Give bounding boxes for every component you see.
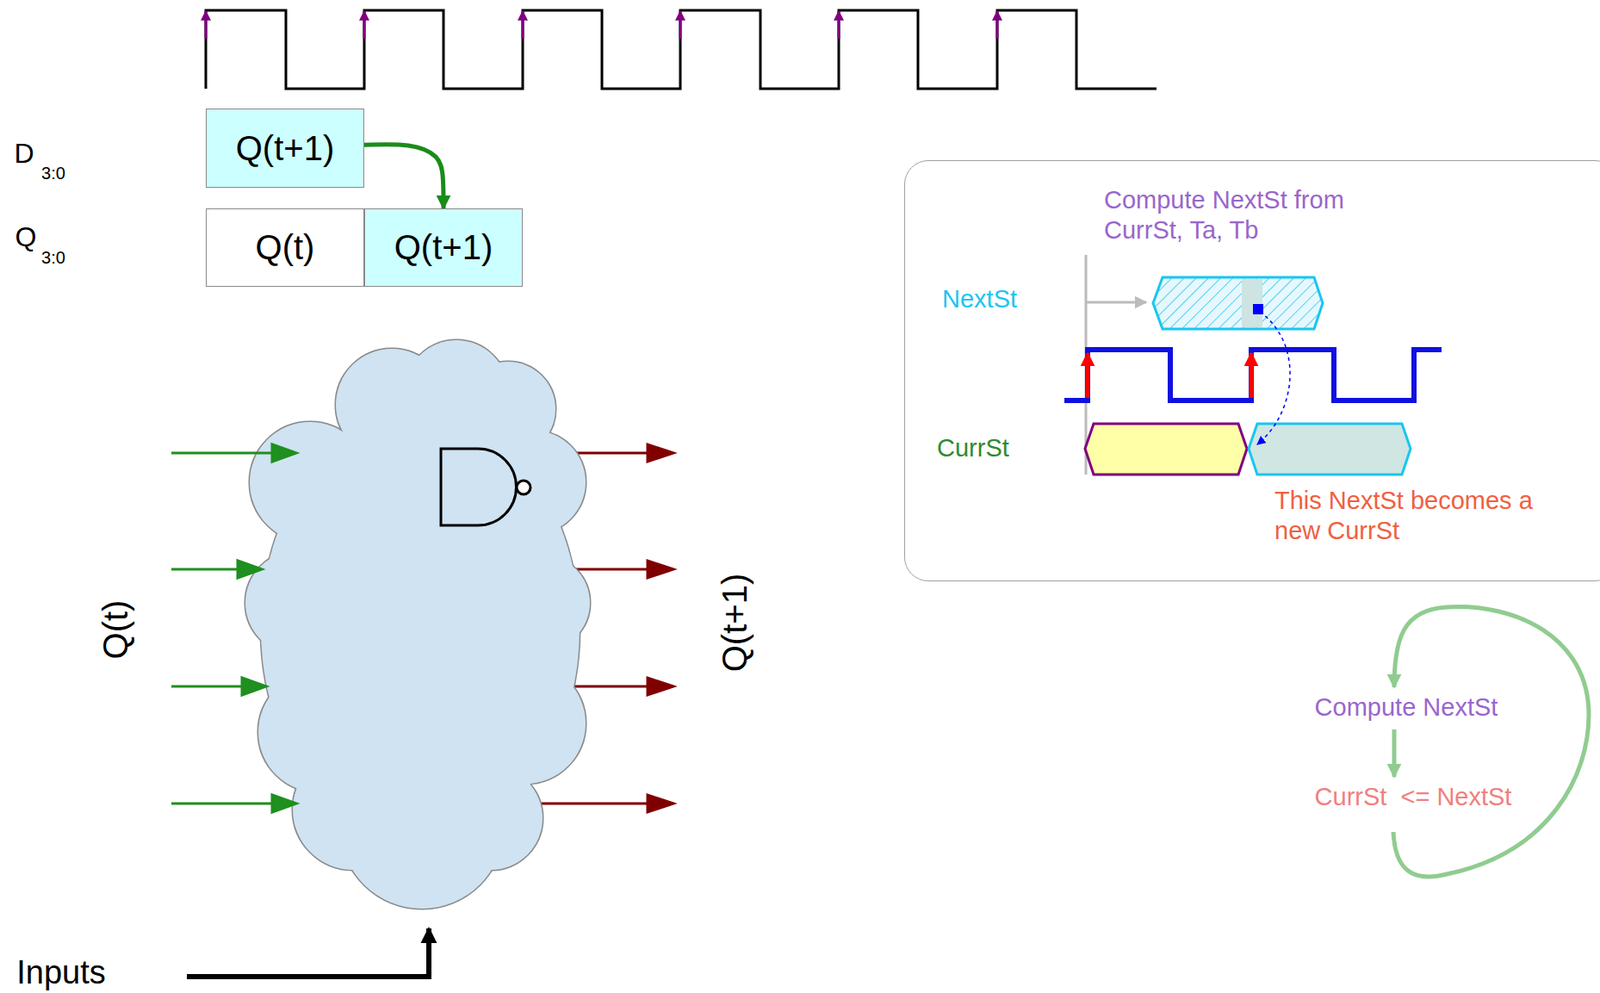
register-value: Q(t) <box>255 228 316 267</box>
sample-window <box>1241 279 1263 328</box>
cloud-fill <box>245 340 590 909</box>
shape-polygon <box>272 444 297 462</box>
q-current-box: Q(t) <box>205 208 365 287</box>
shape-line <box>363 11 366 39</box>
shape-line <box>521 11 525 39</box>
nand-bubble <box>516 480 531 495</box>
panel-note: This NextSt becomes a new CurrSt <box>1274 485 1551 546</box>
shape-line <box>204 11 208 39</box>
shape-line <box>533 802 655 806</box>
shape-polygon <box>647 444 674 462</box>
input-arrows <box>171 444 297 813</box>
shape-polygon <box>237 560 262 578</box>
bus-subscript: 3:0 <box>41 248 66 268</box>
d-register-box: Q(t+1) <box>205 108 365 188</box>
shape-line <box>171 685 250 689</box>
inputs-wire <box>186 928 429 977</box>
nand-gate-symbol <box>440 448 517 526</box>
signal-name: NextSt <box>942 284 1018 315</box>
q-next-box: Q(t+1) <box>364 208 523 287</box>
input-label: Q(t) <box>96 600 136 660</box>
loop-arrow <box>1393 607 1589 877</box>
shape-polygon <box>647 794 674 813</box>
register-value: Q(t+1) <box>235 129 335 168</box>
signal-name: CurrSt <box>936 433 1010 464</box>
panel-note: Compute NextSt from CurrSt, Ta, Tb <box>1103 185 1380 246</box>
clock-waveform <box>205 10 1157 89</box>
shape-polygon <box>272 794 297 813</box>
input-label: Inputs <box>16 954 106 992</box>
loop-step-arrow <box>1392 729 1397 777</box>
transfer-arrow <box>364 144 444 209</box>
shape-line <box>1085 353 1091 398</box>
shape-line <box>679 11 683 39</box>
shape-line <box>837 11 841 39</box>
timing-panel: Compute NextSt from CurrSt, Ta, Tb NextSt… <box>904 160 1600 582</box>
clock-waveform-small <box>1064 349 1442 401</box>
bus-subscript: 3:0 <box>41 163 66 184</box>
signal-name: Q <box>15 221 38 254</box>
transfer-arrow <box>1257 311 1290 445</box>
shape-line <box>996 11 999 39</box>
shape-line <box>171 452 280 455</box>
shape-polygon <box>241 677 267 695</box>
loop-step: CurrSt <= NextSt <box>1314 782 1513 812</box>
currst-bus-new <box>1248 423 1411 475</box>
compute-arrow <box>1085 301 1147 304</box>
shape-line <box>171 802 280 806</box>
loop-step: Compute NextSt <box>1314 693 1499 722</box>
nextst-bus <box>1153 277 1323 329</box>
shape-line <box>171 568 246 571</box>
output-label: Q(t+1) <box>715 573 755 672</box>
currst-bus-old <box>1085 423 1247 475</box>
cloud-outline <box>245 340 590 909</box>
clock-edge-arrows <box>1087 353 1252 398</box>
register-value: Q(t+1) <box>394 228 493 267</box>
shape-polygon <box>647 560 674 578</box>
signal-name: D <box>13 137 34 170</box>
rising-edge-arrows <box>205 11 998 39</box>
shape-line <box>1249 353 1254 398</box>
shape-polygon <box>647 677 674 695</box>
